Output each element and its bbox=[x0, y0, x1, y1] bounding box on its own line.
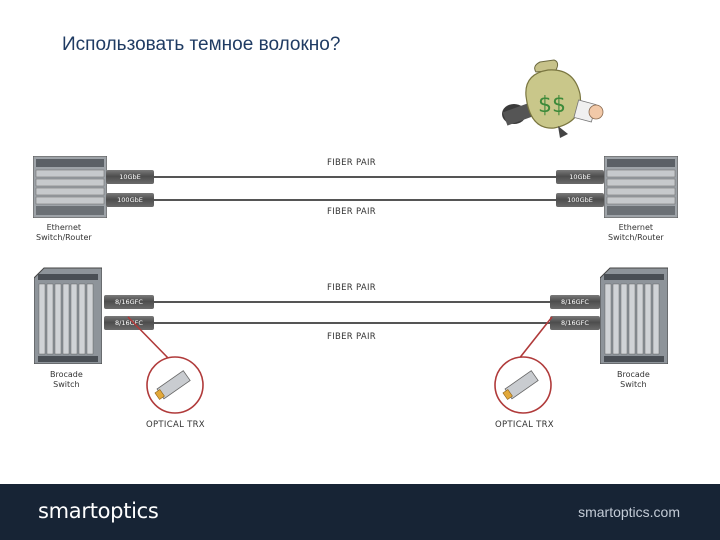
optical-transceiver-left bbox=[144, 354, 206, 416]
footer-url[interactable]: smartoptics.com bbox=[578, 504, 680, 520]
optical-trx-label-left: OPTICAL TRX bbox=[146, 420, 205, 430]
optical-trx-label-right: OPTICAL TRX bbox=[495, 420, 554, 430]
optical-transceiver-right bbox=[492, 354, 554, 416]
smartoptics-logo: smartoptics bbox=[38, 499, 159, 523]
